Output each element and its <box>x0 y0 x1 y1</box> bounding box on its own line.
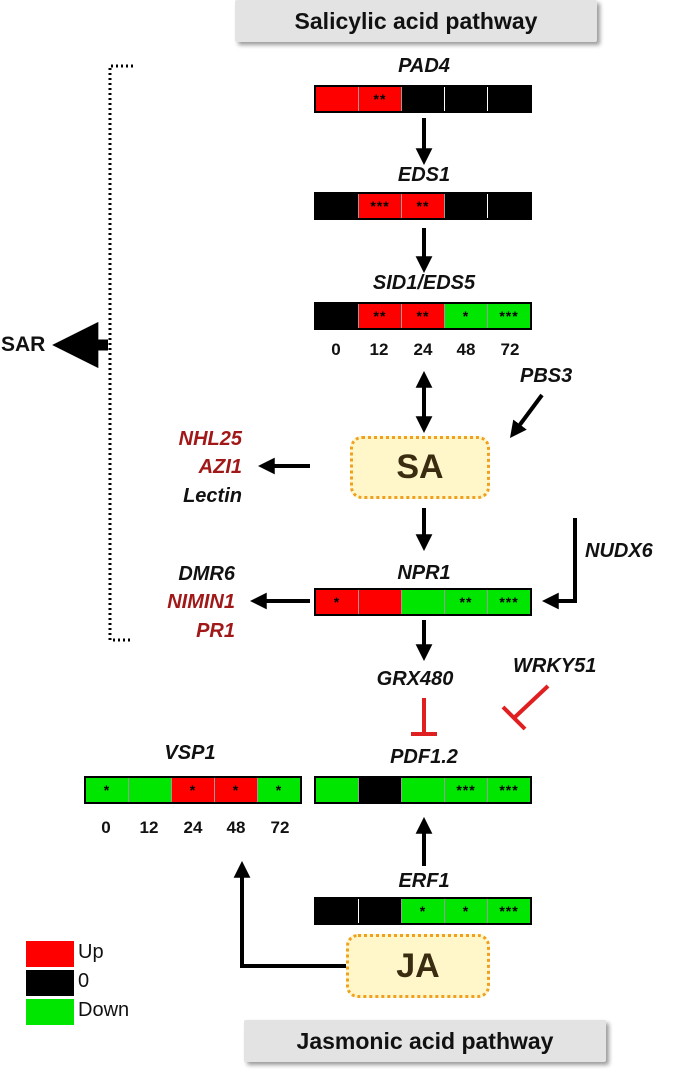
node-sa: SA <box>350 436 490 499</box>
heatmap-cell: * <box>257 778 300 802</box>
heatmap-cell: *** <box>487 304 530 328</box>
time-tick: 24 <box>183 818 203 837</box>
salicylic-pathway-banner: Salicylic acid pathway <box>235 0 597 42</box>
gene-grx480: GRX480 <box>376 668 454 690</box>
heatmap-cell <box>316 304 358 328</box>
heatmap-pad4: ** <box>314 85 532 113</box>
heatmap-cell <box>487 87 530 111</box>
gene-vsp1: VSP1 <box>164 742 216 764</box>
heatmap-cell <box>358 778 401 802</box>
heatmap-cell: *** <box>487 778 530 802</box>
gene-wrky51: WRKY51 <box>513 655 597 677</box>
time-tick: 72 <box>500 340 520 359</box>
time-tick: 0 <box>101 818 111 837</box>
heatmap-cell: * <box>444 899 487 923</box>
heatmap-cell: * <box>316 590 358 614</box>
time-tick: 12 <box>139 818 159 837</box>
heatmap-cell: ** <box>444 590 487 614</box>
node-ja: JA <box>346 934 490 998</box>
inhibit-wrky51-pdf12 <box>512 684 550 720</box>
heatmap-cell: ** <box>401 194 444 218</box>
sa-target-azi1: AZI1 <box>198 456 242 478</box>
heatmap-cell <box>316 778 358 802</box>
gene-npr1: NPR1 <box>397 562 451 584</box>
sa-target-nhl25: NHL25 <box>178 428 242 450</box>
legend-swatch-zero <box>26 970 74 996</box>
time-tick: 0 <box>331 340 341 359</box>
heatmap-cell <box>444 87 487 111</box>
time-tick: 48 <box>226 818 246 837</box>
heatmap-cell: *** <box>444 778 487 802</box>
heatmap-cell: *** <box>487 590 530 614</box>
heatmap-vsp1: **** <box>84 776 302 804</box>
heatmap-cell: *** <box>358 194 401 218</box>
npr1-target-nimin1: NIMIN1 <box>167 591 235 613</box>
legend-swatch-down <box>26 999 74 1025</box>
legend-label-up: Up <box>78 941 104 963</box>
heatmap-cell <box>316 87 358 111</box>
heatmap-cell: * <box>171 778 214 802</box>
time-tick: 12 <box>369 340 389 359</box>
heatmap-cell <box>316 194 358 218</box>
heatmap-cell: * <box>214 778 257 802</box>
gene-pdf12: PDF1.2 <box>390 746 458 768</box>
legend-swatch-up <box>26 941 74 967</box>
heatmap-cell: ** <box>401 304 444 328</box>
gene-pad4: PAD4 <box>398 55 450 77</box>
arrow-ja-vsp1 <box>233 860 346 968</box>
gene-pbs3: PBS3 <box>520 365 573 387</box>
heatmap-eds1: ***** <box>314 192 532 220</box>
heatmap-cell: * <box>401 899 444 923</box>
npr1-target-dmr6: DMR6 <box>178 563 235 585</box>
heatmap-cell <box>401 778 444 802</box>
heatmap-cell <box>444 194 487 218</box>
heatmap-npr1: ****** <box>314 588 532 616</box>
heatmap-cell <box>358 590 401 614</box>
sar-bracket <box>108 64 133 642</box>
time-tick: 72 <box>270 818 290 837</box>
heatmap-cell <box>128 778 171 802</box>
arrow-pbs3-sa <box>509 393 544 439</box>
heatmap-sid1-eds5: ******** <box>314 302 532 330</box>
legend-label-zero: 0 <box>78 970 90 992</box>
heatmap-cell <box>401 87 444 111</box>
heatmap-erf1: ***** <box>314 897 532 925</box>
gene-sid1-eds5: SID1/EDS5 <box>372 272 476 294</box>
heatmap-cell <box>316 899 358 923</box>
gene-eds1: EDS1 <box>397 164 451 186</box>
npr1-target-pr1: PR1 <box>196 620 235 642</box>
jasmonic-pathway-banner: Jasmonic acid pathway <box>244 1020 606 1062</box>
time-tick: 24 <box>413 340 433 359</box>
legend-label-down: Down <box>78 999 130 1021</box>
heatmap-cell <box>487 194 530 218</box>
heatmap-cell: * <box>86 778 128 802</box>
heatmap-cell <box>401 590 444 614</box>
heatmap-cell: ** <box>358 87 401 111</box>
heatmap-pdf12: ****** <box>314 776 532 804</box>
time-tick: 48 <box>456 340 476 359</box>
gene-erf1: ERF1 <box>398 870 450 892</box>
heatmap-cell: *** <box>487 899 530 923</box>
heatmap-cell <box>358 899 401 923</box>
sa-target-lectin: Lectin <box>183 485 242 507</box>
heatmap-cell: * <box>444 304 487 328</box>
arrow-nudx6-npr1 <box>541 518 577 610</box>
sar-label: SAR <box>1 333 46 356</box>
heatmap-cell: ** <box>358 304 401 328</box>
gene-nudx6: NUDX6 <box>585 540 653 562</box>
